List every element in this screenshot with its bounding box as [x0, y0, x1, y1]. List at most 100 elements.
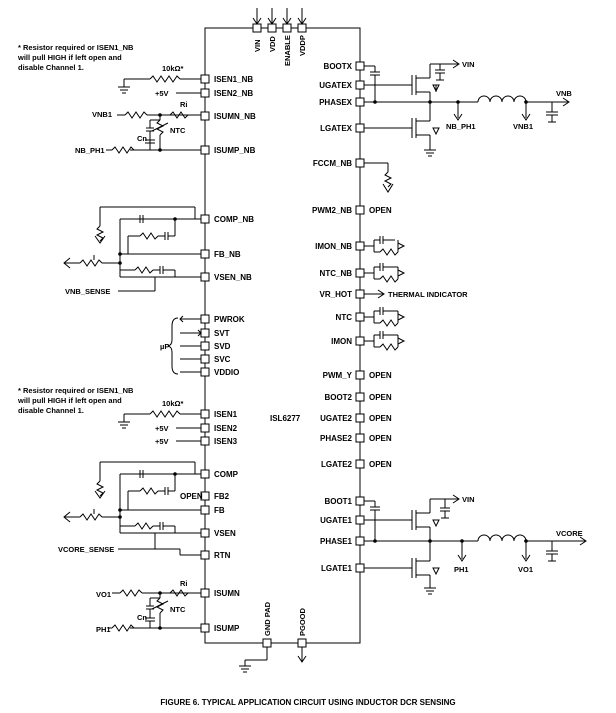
ntc-label-core: NTC: [170, 605, 186, 614]
vin-label-core: VIN: [462, 495, 475, 504]
ph1-label-right: PH1: [454, 565, 469, 574]
pin-isump-nb: ISUMP_NB: [214, 146, 256, 155]
ri-label-nb: Ri: [180, 100, 188, 109]
plus5v-label-nb: +5V: [155, 89, 169, 98]
chip-name: ISL6277: [270, 414, 301, 423]
vin-label-nb: VIN: [462, 60, 475, 69]
open-label: OPEN: [369, 206, 392, 215]
core-power-stage: VIN VCORE VO1 PH1: [364, 494, 587, 595]
right-pin-boxes: [355, 61, 365, 573]
pin-svd: SVD: [214, 342, 231, 351]
svg-text:will pull HIGH if left open an: will pull HIGH if left open and: [17, 53, 122, 62]
ntc-label-nb: NTC: [170, 126, 186, 135]
pin-boot2: BOOT2: [324, 393, 352, 402]
pin-ugatex: UGATEX: [319, 81, 352, 90]
monitor-networks: THERMAL INDICATOR: [364, 236, 468, 351]
pin-isumn: ISUMN: [214, 589, 240, 598]
pin-vddp-top: VDDP: [298, 35, 307, 56]
pin-lgatex: LGATEX: [320, 124, 353, 133]
svg-text:disable Channel 1.: disable Channel 1.: [18, 63, 84, 72]
plus5v-label-core-2: +5V: [155, 437, 169, 446]
ph1-label-left: PH1: [96, 625, 111, 634]
pin-ntc: NTC: [336, 313, 353, 322]
pin-ugate1: UGATE1: [320, 516, 352, 525]
pin-isen3: ISEN3: [214, 437, 238, 446]
pin-pwm-y: PWM_Y: [323, 371, 353, 380]
pin-pgood: PGOOD: [298, 607, 307, 636]
vcore-sense-label: VCORE_SENSE: [58, 545, 114, 554]
pin-lgate1: LGATE1: [321, 564, 353, 573]
pin-fb-nb: FB_NB: [214, 250, 241, 259]
nb-power-stage: VIN VNB VNB1 NB_PH1: [364, 59, 572, 157]
vcore-label: VCORE: [556, 529, 583, 538]
pin-isen1-nb: ISEN1_NB: [214, 75, 253, 84]
fccm-nb-resistor: [364, 162, 394, 193]
svg-text:will pull HIGH if left open an: will pull HIGH if left open and: [17, 396, 122, 405]
open-labels: OPEN OPEN OPEN OPEN OPEN OPEN OPEN: [180, 206, 392, 501]
chip-body: [204, 27, 361, 644]
pin-phasex: PHASEX: [319, 98, 353, 107]
pin-phase1: PHASE1: [320, 537, 353, 546]
pin-ugate2: UGATE2: [320, 414, 352, 423]
vo1-label-right: VO1: [518, 565, 533, 574]
pin-svc: SVC: [214, 355, 231, 364]
pin-isumn-nb: ISUMN_NB: [214, 112, 256, 121]
ri-label-core: Ri: [180, 579, 188, 588]
pin-comp-nb: COMP_NB: [214, 215, 254, 224]
pin-pwm2-nb: PWM2_NB: [312, 206, 352, 215]
resistor-10k-label-nb: 10kΩ*: [162, 64, 184, 73]
resistor-10k-label-core: 10kΩ*: [162, 399, 184, 408]
open-label: OPEN: [369, 460, 392, 469]
note-top: * Resistor required or ISEN1_NB will pul…: [17, 43, 134, 72]
core-current-sense-network: 10kΩ* +5V +5V: [118, 399, 201, 446]
pin-lgate2: LGATE2: [321, 460, 353, 469]
thermal-indicator-label: THERMAL INDICATOR: [388, 290, 468, 299]
pin-boot1: BOOT1: [324, 497, 352, 506]
svg-text:* Resistor required or ISEN1_N: * Resistor required or ISEN1_NB: [18, 386, 134, 395]
pin-bootx: BOOTX: [324, 62, 353, 71]
core-isum-network: VO1 Ri NTC Cn PH1: [96, 579, 201, 634]
vnb-label: VNB: [556, 89, 572, 98]
pin-fccm-nb: FCCM_NB: [313, 159, 352, 168]
pin-vin-top: VIN: [253, 39, 262, 52]
mu-p-label: µP: [160, 342, 169, 351]
pin-isump: ISUMP: [214, 624, 240, 633]
vo1-label-left: VO1: [96, 590, 111, 599]
plus5v-label-core-1: +5V: [155, 424, 169, 433]
pin-enable-top: ENABLE: [283, 35, 292, 66]
pin-imon: IMON: [331, 337, 352, 346]
bottom-pins: GND PAD PGOOD: [239, 601, 307, 673]
pin-fb: FB: [214, 506, 225, 515]
pin-isen2-nb: ISEN2_NB: [214, 89, 253, 98]
pin-svt: SVT: [214, 329, 230, 338]
vnb1-label: VNB1: [92, 110, 112, 119]
svg-text:* Resistor required or ISEN1_N: * Resistor required or ISEN1_NB: [18, 43, 134, 52]
right-pin-labels: BOOTX UGATEX PHASEX LGATEX FCCM_NB PWM2_…: [312, 62, 353, 573]
open-label: OPEN: [369, 414, 392, 423]
nb-current-sense-network: 10kΩ* +5V VNB1 Ri NTC Cn NB_PH1: [75, 64, 201, 155]
open-label: OPEN: [369, 393, 392, 402]
figure-caption: FIGURE 6. TYPICAL APPLICATION CIRCUIT US…: [160, 698, 455, 707]
pin-fb2: FB2: [214, 492, 230, 501]
core-compensation-network: VCORE_SENSE: [58, 461, 201, 556]
pin-ntc-nb: NTC_NB: [320, 269, 353, 278]
nb-compensation-network: VNB_SENSE: [63, 206, 201, 296]
vnb-sense-label: VNB_SENSE: [65, 287, 110, 296]
note-bottom: * Resistor required or ISEN1_NB will pul…: [17, 386, 134, 415]
vnb1-label-right: VNB1: [513, 122, 533, 131]
cn-label-nb: Cn: [137, 134, 147, 143]
pin-isen2: ISEN2: [214, 424, 238, 433]
pin-vddio: VDDIO: [214, 368, 239, 377]
nb-ph1-label-left: NB_PH1: [75, 146, 105, 155]
pin-comp: COMP: [214, 470, 239, 479]
pin-vdd-top: VDD: [268, 36, 277, 52]
pin-gnd-pad: GND PAD: [263, 601, 272, 636]
open-label: OPEN: [369, 434, 392, 443]
pin-imon-nb: IMON_NB: [315, 242, 352, 251]
pin-vr-hot: VR_HOT: [320, 290, 353, 299]
pin-phase2: PHASE2: [320, 434, 353, 443]
pin-isen1: ISEN1: [214, 410, 238, 419]
pin-rtn: RTN: [214, 551, 231, 560]
pin-pwrok: PWROK: [214, 315, 245, 324]
